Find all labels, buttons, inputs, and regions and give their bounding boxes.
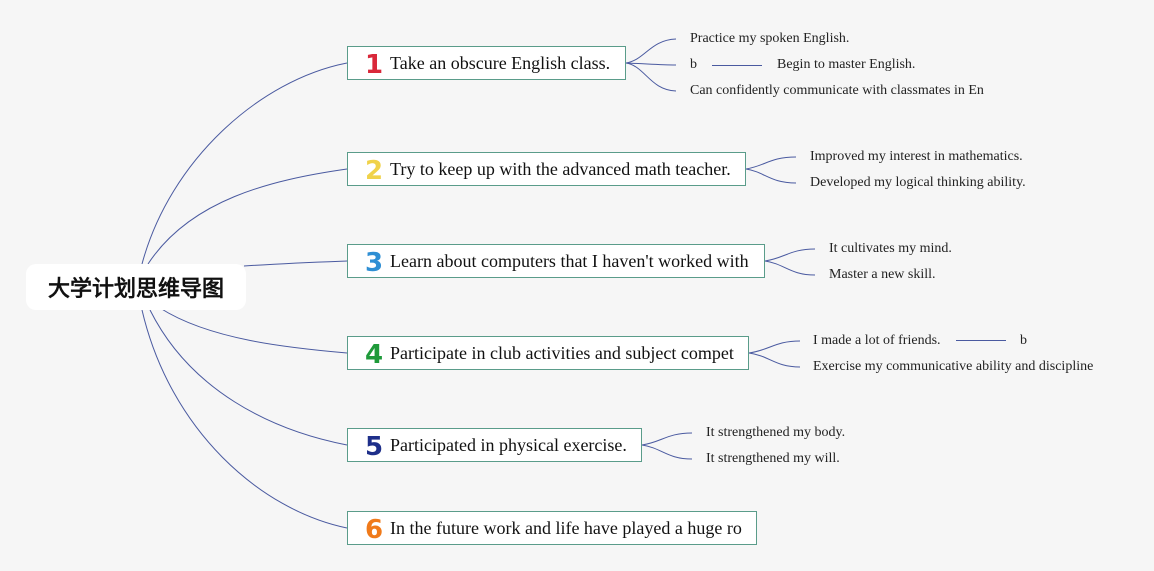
root-link-2 <box>147 168 348 265</box>
leaf-1-2[interactable]: b <box>690 57 697 72</box>
leaf-5-1[interactable]: It strengthened my body. <box>706 425 846 440</box>
leaf-3-2[interactable]: Master a new skill. <box>829 267 936 282</box>
number-2-icon: 2 <box>364 156 384 186</box>
leaf-1-1[interactable]: Practice my spoken English. <box>690 31 850 46</box>
root-topic-label: 大学计划思维导图 <box>47 277 224 302</box>
root-link-6 <box>141 309 348 529</box>
topic-5[interactable]: 5 Participated in physical exercise. <box>347 428 642 462</box>
leaf-2-1[interactable]: Improved my interest in mathematics. <box>810 149 1023 164</box>
leaf-link-5-2 <box>641 444 693 460</box>
topic-4[interactable]: 4 Participate in club activities and sub… <box>347 336 749 370</box>
leaf-4-1-1[interactable]: b <box>1020 333 1027 348</box>
root-link-4 <box>159 307 348 354</box>
leaf-link-1-1 <box>625 38 677 64</box>
topic-6[interactable]: 6 In the future work and life have playe… <box>347 511 757 545</box>
topic-5-label: Participated in physical exercise. <box>390 434 627 455</box>
topic-3[interactable]: 3 Learn about computers that I haven't w… <box>347 244 765 278</box>
topic-3-label: Learn about computers that I haven't wor… <box>390 250 749 271</box>
topic-2[interactable]: 2 Try to keep up with the advanced math … <box>347 152 746 186</box>
topic-2-label: Try to keep up with the advanced math te… <box>390 158 731 179</box>
leaf-link-4-2 <box>748 352 801 368</box>
leaf-link-3-1 <box>764 248 816 262</box>
number-1-icon: 1 <box>364 50 384 80</box>
leaf-link-5-1 <box>641 432 693 446</box>
leaf-link-3-2 <box>764 260 816 276</box>
leaf-1-2-1[interactable]: Begin to master English. <box>777 57 916 72</box>
leaf-5-2[interactable]: It strengthened my will. <box>706 451 840 466</box>
topic-1[interactable]: 1 Take an obscure English class. <box>347 46 626 80</box>
topic-6-label: In the future work and life have played … <box>390 517 742 538</box>
leaf-link-2-1 <box>745 156 797 170</box>
leaf-link-1-3 <box>625 62 677 92</box>
root-link-1 <box>141 62 348 265</box>
number-5-icon: 5 <box>364 432 384 462</box>
leaf-3-1[interactable]: It cultivates my mind. <box>829 241 952 256</box>
leaf-4-1[interactable]: I made a lot of friends. <box>813 333 941 348</box>
leaf-link-4-1 <box>748 340 801 354</box>
root-topic[interactable]: 大学计划思维导图 <box>26 264 246 310</box>
leaf-link-1-2 <box>625 62 677 66</box>
leaf-1-2-connector <box>712 65 762 66</box>
topic-1-label: Take an obscure English class. <box>390 52 611 73</box>
number-4-icon: 4 <box>364 340 384 370</box>
leaf-4-2[interactable]: Exercise my communicative ability and di… <box>813 359 1094 374</box>
root-link-5 <box>149 309 348 446</box>
number-6-icon: 6 <box>364 515 384 545</box>
number-3-icon: 3 <box>364 248 384 278</box>
leaf-2-2[interactable]: Developed my logical thinking ability. <box>810 175 1026 190</box>
root-link-3 <box>243 260 348 267</box>
leaf-1-3[interactable]: Can confidently communicate with classma… <box>690 83 984 98</box>
topic-4-label: Participate in club activities and subje… <box>390 342 734 363</box>
leaf-link-2-2 <box>745 168 797 184</box>
leaf-4-1-connector <box>956 340 1006 341</box>
